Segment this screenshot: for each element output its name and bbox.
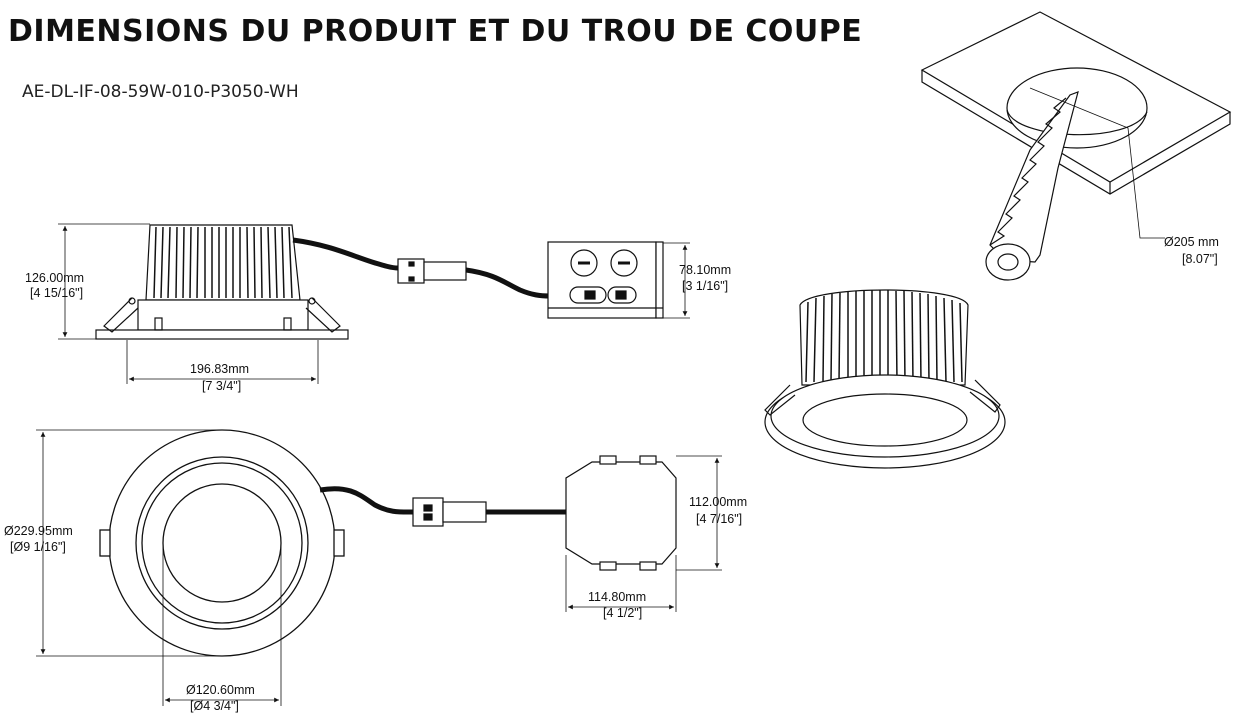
box-width-mm-label: 114.80mm [588, 590, 646, 604]
box-depth-in-label: [4 7/16"] [696, 512, 742, 526]
side-width-mm-label: 196.83mm [190, 362, 249, 376]
front-connector [412, 497, 487, 527]
drywall-saw-drawing [985, 91, 1079, 281]
ceiling-panel-drawing [920, 11, 1232, 195]
model-number: AE-DL-IF-08-59W-010-P3050-WH [22, 82, 299, 102]
page-title: DIMENSIONS DU PRODUIT ET DU TROU DE COUP… [8, 14, 863, 49]
side-junction-box [547, 241, 664, 319]
front-junction-box [565, 455, 677, 571]
outer-diameter-mm-label: Ø229.95mm [4, 524, 73, 538]
front-view-drawing [99, 429, 345, 657]
inner-diameter-in-label: [Ø4 3/4"] [190, 699, 239, 713]
inner-diameter-mm-label: Ø120.60mm [186, 683, 255, 697]
side-width-in-label: [7 3/4"] [202, 379, 241, 393]
side-view-dimension-lines [58, 223, 690, 384]
box-height-mm-label: 78.10mm [679, 263, 731, 277]
outer-diameter-in-label: [Ø9 1/16"] [10, 540, 66, 554]
heatsink-fins [153, 226, 293, 299]
cutout-mm-label: Ø205 mm [1164, 235, 1219, 249]
side-height-mm-label: 126.00mm [25, 271, 84, 285]
box-depth-mm-label: 112.00mm [689, 495, 747, 509]
cutout-in-label: [8.07"] [1182, 252, 1218, 266]
box-height-in-label: [3 1/16"] [682, 279, 728, 293]
side-connector [397, 258, 467, 284]
side-height-in-label: [4 15/16"] [30, 286, 83, 300]
perspective-view-drawing [764, 289, 1006, 469]
side-cable [292, 237, 551, 299]
box-width-in-label: [4 1/2"] [603, 606, 642, 620]
front-cable [319, 486, 566, 515]
cutout-dimension-lines [1029, 87, 1165, 239]
side-view-drawing [95, 224, 349, 340]
front-view-dimension-lines [36, 429, 722, 706]
